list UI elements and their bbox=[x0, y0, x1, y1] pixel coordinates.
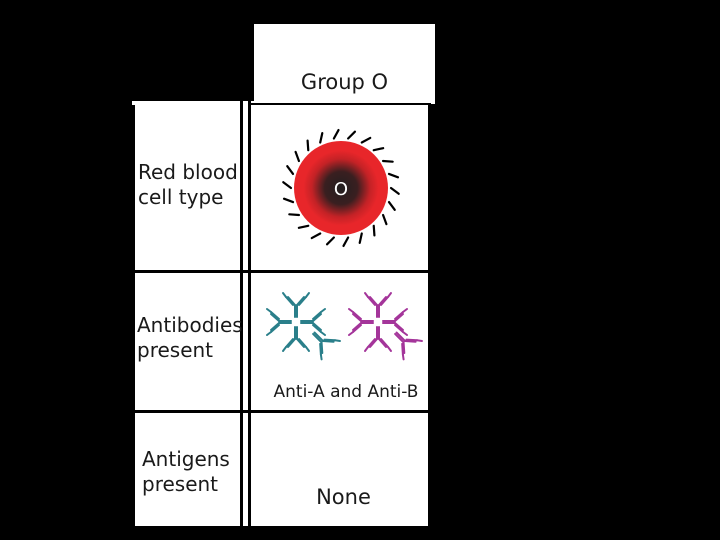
rbc-spike bbox=[360, 136, 372, 144]
rbc-spike bbox=[381, 213, 388, 226]
rbc-spike bbox=[372, 224, 376, 237]
antibody-shape bbox=[312, 331, 341, 361]
rbc-spike bbox=[297, 224, 310, 229]
antibodies-value: Anti-A and Anti-B bbox=[273, 382, 419, 402]
antibodies-icon bbox=[266, 292, 423, 361]
rbc-spike bbox=[294, 150, 301, 163]
left-divider-a bbox=[240, 100, 243, 526]
antibody-shape bbox=[348, 308, 374, 336]
rbc-spike bbox=[319, 131, 324, 144]
row-label-antigens: Antigens present bbox=[142, 447, 230, 496]
rbc-spike bbox=[387, 200, 396, 211]
rbc-spike bbox=[381, 159, 394, 163]
rbc-spike bbox=[389, 186, 400, 195]
rbc-spike bbox=[286, 165, 295, 176]
antigens-value: None bbox=[316, 485, 371, 509]
row-divider-2 bbox=[135, 410, 431, 413]
rbc-spike bbox=[372, 147, 385, 152]
column-header-label: Group O bbox=[300, 70, 389, 94]
row-label-antibodies: Antibodies present bbox=[137, 313, 243, 362]
rbc-spike bbox=[282, 181, 293, 190]
antibody-shape bbox=[266, 308, 292, 336]
rbc-spike bbox=[325, 236, 335, 246]
red-blood-cell-body bbox=[294, 141, 388, 235]
rbc-spike bbox=[332, 128, 340, 140]
rbc-spike bbox=[387, 172, 400, 179]
rbc-spike bbox=[288, 213, 301, 217]
red-blood-cell-icon: O bbox=[282, 128, 400, 248]
anti-a-antibody-icon bbox=[266, 292, 341, 361]
row-divider-1 bbox=[135, 270, 431, 273]
red-blood-cell-letter: O bbox=[334, 179, 348, 200]
column-header: Group O bbox=[254, 24, 435, 104]
row-label-red-blood-cell: Red blood cell type bbox=[138, 160, 238, 209]
rbc-spike bbox=[358, 232, 363, 245]
rbc-spike bbox=[310, 232, 322, 240]
rbc-spike bbox=[347, 130, 357, 140]
antibody-shape bbox=[382, 308, 408, 336]
antibody-shape bbox=[282, 292, 310, 318]
antibody-shape bbox=[364, 292, 392, 318]
antibody-shape bbox=[282, 326, 310, 352]
rbc-spike bbox=[282, 197, 295, 204]
rbc-spike bbox=[342, 236, 350, 248]
right-border bbox=[428, 104, 431, 526]
left-divider-b bbox=[248, 100, 251, 526]
antibody-shape bbox=[364, 326, 392, 352]
antibody-shape bbox=[300, 308, 326, 336]
anti-b-antibody-icon bbox=[348, 292, 423, 361]
rbc-spike bbox=[306, 139, 310, 152]
top-border bbox=[251, 103, 431, 105]
antibody-shape bbox=[394, 331, 423, 361]
